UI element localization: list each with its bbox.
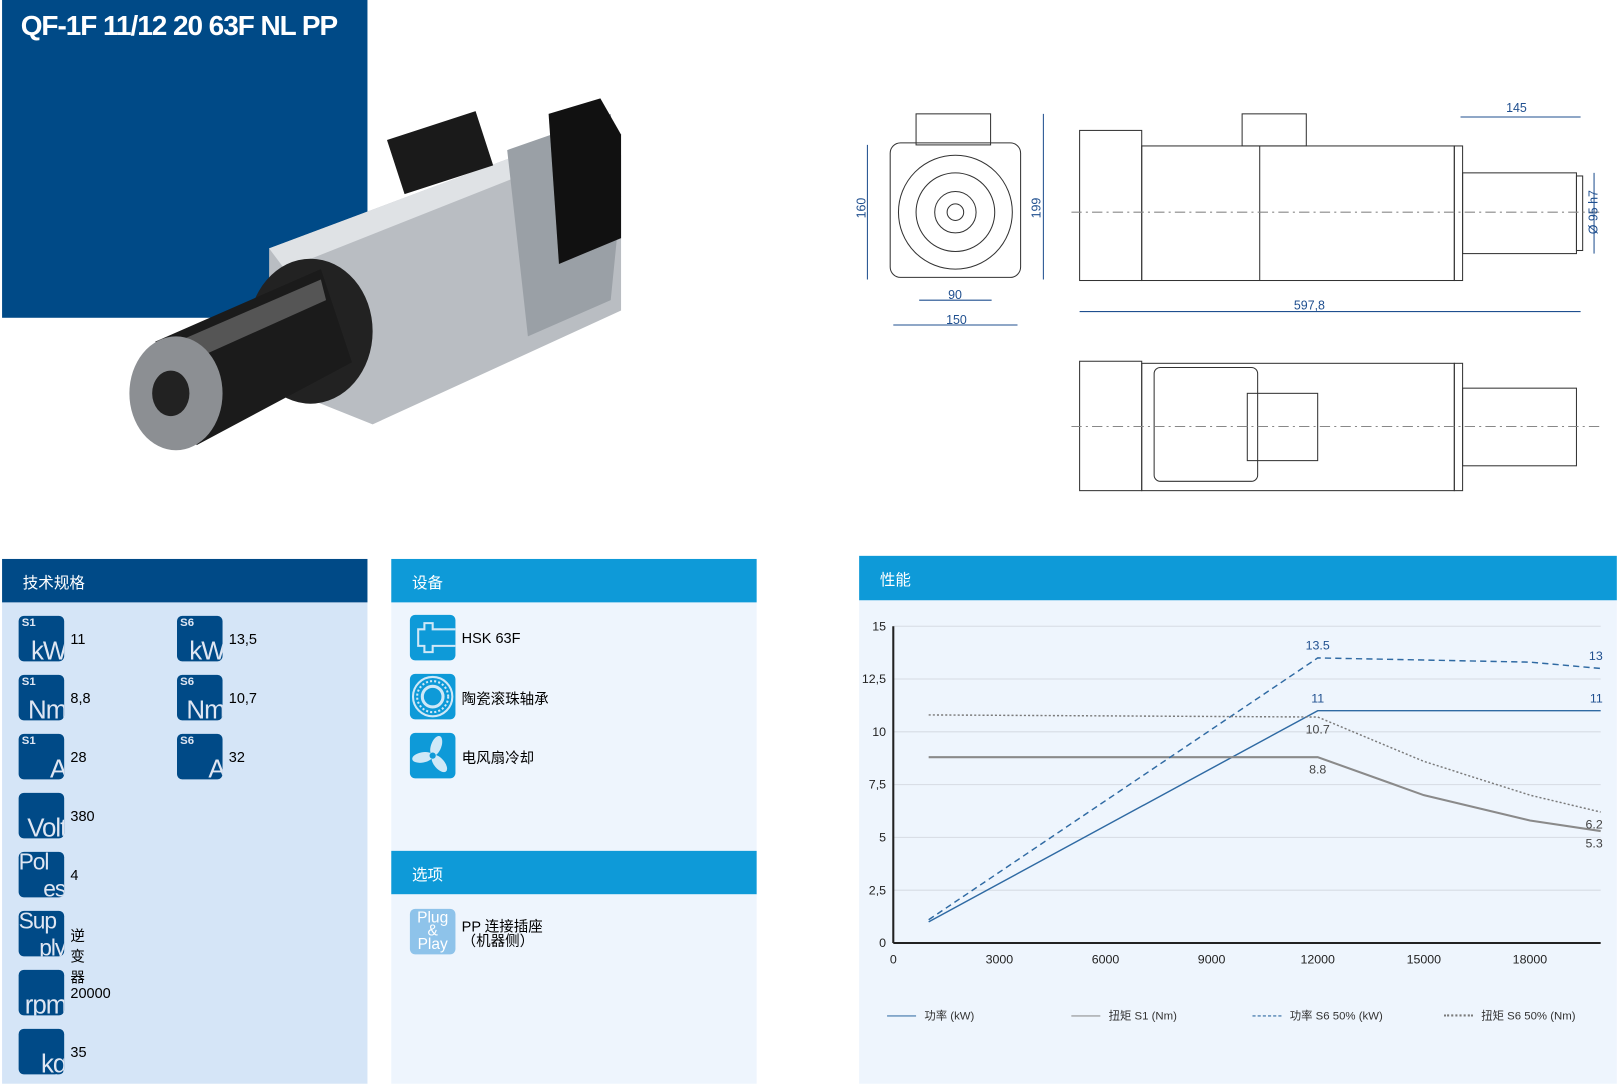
y-tick-label: 10 <box>872 725 886 739</box>
y-tick-label: 2,5 <box>869 883 886 897</box>
legend-swatch <box>1252 1014 1282 1016</box>
performance-header: 性能 <box>859 555 1617 601</box>
x-tick-label: 6000 <box>1092 953 1120 967</box>
spec-unit-icon: Volt <box>18 792 65 839</box>
legend-swatch <box>1071 1014 1101 1016</box>
spec-value: 380 <box>70 807 95 824</box>
y-tick-label: 5 <box>879 831 886 845</box>
data-label: 6.2 <box>1585 818 1602 832</box>
spindle-motor-image <box>129 98 622 451</box>
spec-value: 10,7 <box>228 689 257 706</box>
fan-icon <box>409 732 456 779</box>
dim-diameter-95: Ø 95 h7 <box>1586 190 1601 235</box>
spec-value: 13,5 <box>228 630 257 647</box>
series-line-3 <box>928 657 1601 921</box>
spec-unit-icon: S1A <box>18 733 65 780</box>
legend-swatch <box>1443 1014 1473 1017</box>
dim-width-150: 150 <box>946 312 967 328</box>
spec-value: 28 <box>70 748 87 765</box>
series-line-2 <box>928 756 1601 833</box>
data-label: 11 <box>1590 691 1603 705</box>
dim-length-145: 145 <box>1506 100 1527 115</box>
legend-item: 扭矩 S6 50% (Nm) <box>1443 1007 1576 1024</box>
x-tick-label: 0 <box>890 953 897 967</box>
series-line-1 <box>928 709 1601 923</box>
data-label: 13 <box>1589 649 1603 663</box>
spec-unit-icon: rpm <box>18 969 65 1016</box>
bearing-icon <box>409 673 456 720</box>
x-tick-label: 18000 <box>1513 953 1548 967</box>
dim-width-90: 90 <box>948 287 962 303</box>
spec-value: 35 <box>70 1043 87 1060</box>
spec-value: 32 <box>228 748 245 765</box>
specs-header: 技术规格 <box>2 558 368 603</box>
y-tick-label: 7,5 <box>869 778 886 792</box>
data-label: 5.3 <box>1585 837 1602 851</box>
dim-height-199: 199 <box>1028 197 1044 219</box>
dim-length-597-8: 597,8 <box>1293 298 1325 313</box>
y-tick-label: 0 <box>879 936 886 950</box>
x-tick-label: 3000 <box>986 953 1014 967</box>
legend-item: 功率 S6 50% (kW) <box>1252 1007 1383 1024</box>
performance-panel: 性能 <box>859 555 1617 1084</box>
spec-value: 20000 <box>70 984 111 1001</box>
dim-height-160: 160 <box>853 197 869 219</box>
spec-value: 4 <box>70 866 79 883</box>
y-tick-label: 12,5 <box>862 672 886 686</box>
hsk-tool-icon <box>409 614 456 661</box>
spec-value: 逆变器 <box>70 927 85 986</box>
equipment-panel: 设备 HSK 63F 陶瓷滚珠轴承 电风扇冷却 <box>391 558 757 851</box>
spec-value: 11 <box>70 630 86 647</box>
x-tick-label: 9000 <box>1198 953 1226 967</box>
performance-chart: 0 2,5 5 7,5 10 12,5 15 0 3000 6000 9000 12000 15000 1… <box>862 619 1603 967</box>
spec-value: 8,8 <box>70 689 91 706</box>
product-title: QF-1F 11/12 20 63F NL PP <box>20 10 338 42</box>
front-view-drawing <box>866 113 1044 326</box>
side-view-drawing <box>1071 113 1600 492</box>
legend-item: 扭矩 S1 (Nm) <box>1071 1007 1177 1024</box>
equipment-header: 设备 <box>391 558 757 603</box>
series-line-4 <box>928 714 1601 813</box>
spec-unit-icon: S6A <box>177 733 223 780</box>
data-label: 8.8 <box>1309 763 1326 777</box>
spec-unit-icon: kg <box>18 1028 65 1075</box>
y-tick-label: 15 <box>872 619 886 633</box>
legend-item: 功率 (kW) <box>887 1007 974 1024</box>
plug-and-play-icon: Plug&Play <box>409 908 456 955</box>
x-tick-label: 15000 <box>1407 953 1442 967</box>
data-label: 10.7 <box>1306 723 1330 737</box>
options-panel: 选项 Plug&Play PP 连接插座（机器侧） <box>391 850 757 1084</box>
options-header: 选项 <box>391 850 757 895</box>
x-tick-label: 12000 <box>1300 953 1335 967</box>
legend-swatch <box>887 1014 917 1016</box>
data-label: 11 <box>1311 691 1324 705</box>
data-label: 13.5 <box>1306 639 1330 653</box>
